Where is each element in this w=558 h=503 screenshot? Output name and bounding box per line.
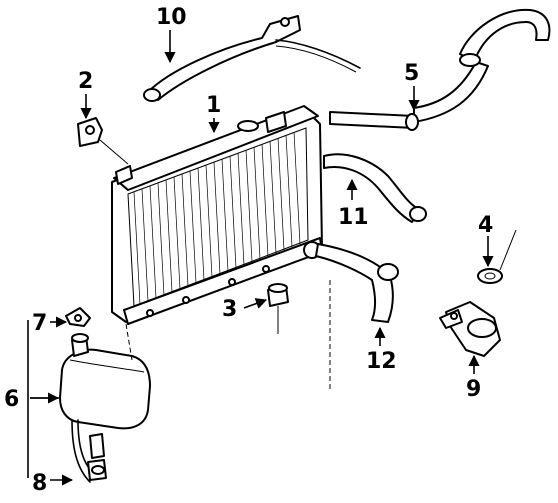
thermostat-gasket: [477, 229, 517, 284]
radiator-mount-grommet: [267, 283, 289, 334]
callout-6: 6: [4, 387, 19, 412]
reservoir-cap: [65, 307, 91, 327]
callout-10: 10: [156, 5, 187, 30]
radiator-core-fins: [133, 131, 301, 305]
callout-2: 2: [78, 69, 93, 94]
upper-radiator-hose: [143, 15, 361, 102]
lower-radiator-hose: [315, 243, 399, 323]
leader-3: [243, 298, 268, 309]
radiator-hose-5: [329, 8, 551, 131]
reservoir-hose: [71, 419, 107, 483]
callout-12: 12: [366, 349, 397, 374]
callout-4: 4: [478, 213, 493, 238]
callout-7: 7: [32, 311, 47, 336]
radiator: [111, 105, 323, 325]
coolant-reservoir: [59, 333, 151, 430]
thermostat-housing: [439, 301, 501, 357]
callout-3: 3: [222, 297, 237, 322]
callout-8: 8: [32, 471, 47, 496]
radiator-hose-11: [323, 153, 427, 223]
callout-9: 9: [466, 377, 481, 402]
reference-line: [125, 323, 133, 361]
callout-1: 1: [206, 93, 221, 118]
callout-5: 5: [404, 61, 419, 86]
radiator-bracket: [77, 117, 129, 165]
callout-11: 11: [338, 205, 369, 230]
